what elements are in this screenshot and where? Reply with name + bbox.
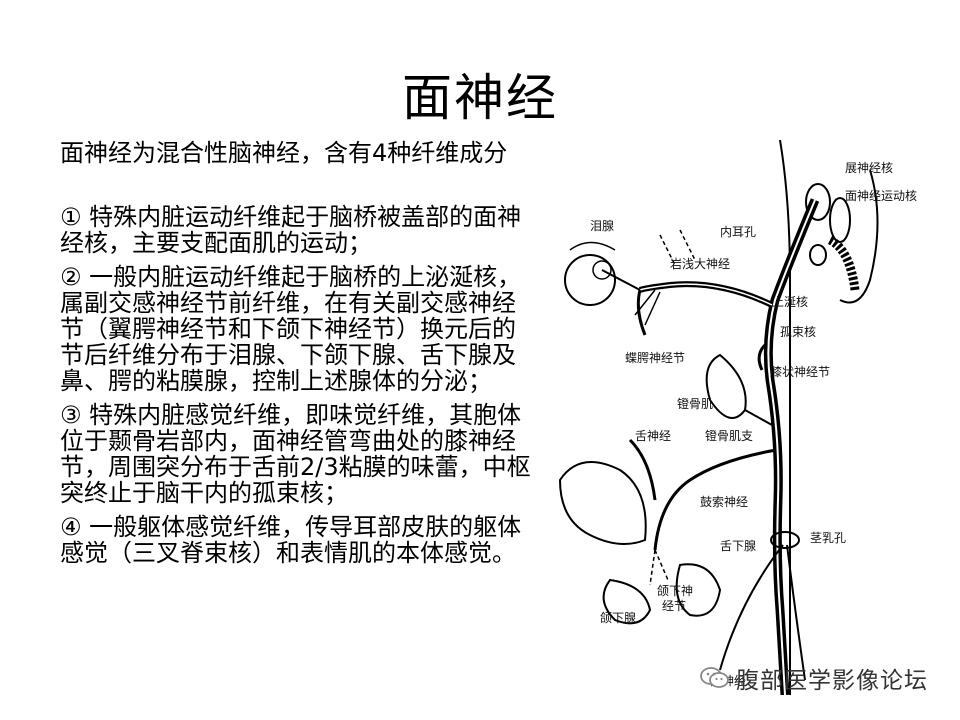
sup-salivatory-nucleus [809,244,827,266]
facial-exit-branches [719,544,806,681]
sublingual-gland [675,563,722,617]
watermark-text: 腹部医学影像论坛 [736,668,928,694]
facial-motor-nucleus [829,197,851,243]
text-column: 面神经为混合性脑神经，含有4种纤维成分 ① 特殊内脏运动纤维起于脑桥被盖部的面神… [60,140,535,566]
watermark: 腹部医学影像论坛 [700,662,928,694]
label-pterygopalatine: 蝶腭神经节 [625,350,685,365]
greater-petrosal-highlight [639,283,773,306]
submandibular-gland [602,578,652,625]
submand-ganglion-lines [649,549,669,586]
label-lacrimal: 泪腺 [590,219,614,233]
label-stapedius: 镫骨肌 [677,396,713,411]
intro-paragraph: 面神经为混合性脑神经，含有4种纤维成分 [60,139,508,167]
label-chorda: 鼓索神经 [700,495,748,509]
slide-title: 面神经 [402,69,558,127]
nasal-branches [634,289,661,326]
stapedius-muscle [705,353,747,419]
label-lingual: 舌神经 [635,429,671,443]
tongue [558,461,647,545]
label-facial-motor: 面神经运动核 [845,189,917,203]
label-submandibular: 颌下腺 [600,610,636,625]
fiber-item-3: ③ 特殊内脏感觉纤维，即味觉纤维，其胞体位于颞骨岩部内，面神经管弯曲处的膝神经节… [60,401,531,507]
label-stapedius-n: 镫骨肌支 [705,428,753,443]
facial-nerve-trunk [763,198,820,695]
label-abducens: 展神经核 [845,161,893,175]
greater-petrosal-nerve [638,281,774,308]
label-sup-salivatory: 上涎核 [772,295,808,309]
fiber-item-2: ② 一般内脏运动纤维起于脑桥的上泌涎核，属副交感神经节前纤维，在有关副交感神经节… [60,263,522,395]
label-greater-petrosal: 岩浅大神经 [670,256,730,271]
eyelid [569,241,616,251]
label-stylomastoid: 茎乳孔 [810,531,846,545]
facial-nerve-diagram: 泪腺 展神经核 面神经运动核 内耳孔 岩浅大神经 上涎核 孤束核 蝶腭神经节 膝… [540,140,940,695]
wechat-icon [700,667,729,688]
pterygopalatine-branch [636,289,647,336]
label-geniculate: 膝状神经节 [770,365,830,379]
chorda-tympani [653,448,777,551]
lingual-nerve [628,438,657,501]
fiber-item-4: ④ 一般躯体感觉纤维，传导耳部皮肤的躯体感觉（三叉脊束核）和表情肌的本体感觉。 [60,513,522,567]
label-internal-meatus: 内耳孔 [720,225,756,239]
label-solitary: 孤束核 [780,325,816,339]
brainstem-contour [839,169,879,304]
stylomastoid-foramen [770,531,800,549]
geniculate-ganglion [757,343,767,371]
lacrimal-nerve [601,269,641,291]
label-submand-ganglion-1: 颌下神 [657,583,693,598]
solitary-nucleus [827,235,860,291]
fiber-item-1: ① 特殊内脏运动纤维起于脑桥被盖部的面神经核，主要支配面肌的运动； [60,203,522,257]
stapedius-branch [744,409,773,426]
label-submand-ganglion-2: 经节 [662,599,686,613]
petrosal-dashes [659,229,696,266]
label-sublingual: 舌下腺 [720,539,756,553]
facial-nerve-illustration: 泪腺 展神经核 面神经运动核 内耳孔 岩浅大神经 上涎核 孤束核 蝶腭神经节 膝… [558,140,917,695]
